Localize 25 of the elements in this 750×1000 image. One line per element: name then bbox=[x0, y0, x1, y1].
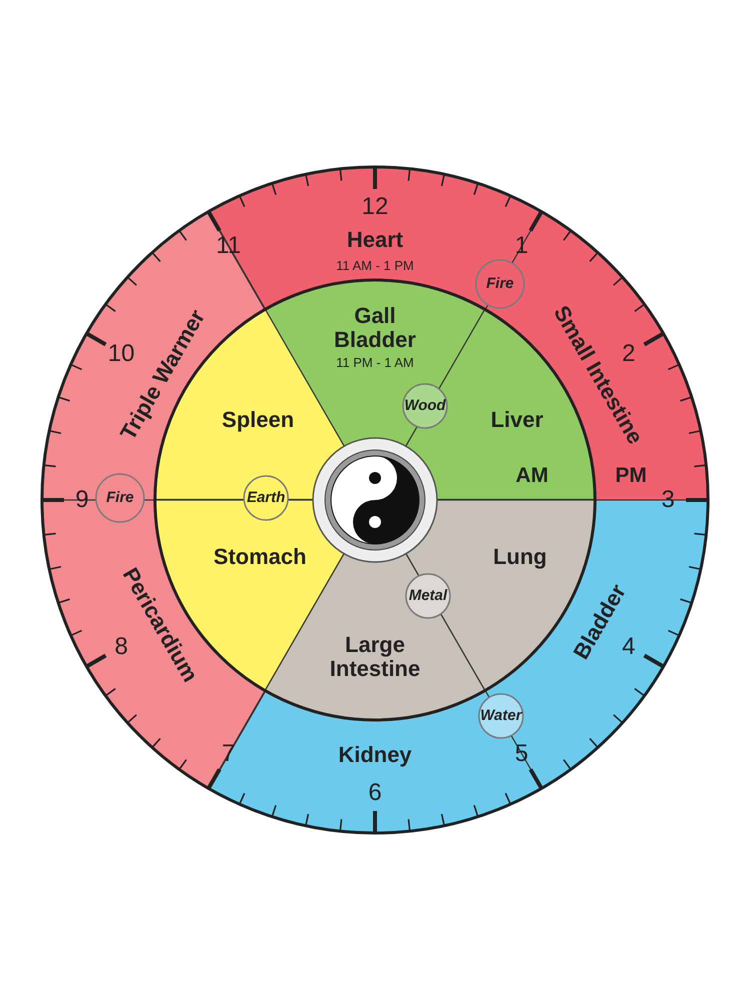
hour-number: 3 bbox=[661, 486, 675, 514]
element-name: Water bbox=[480, 708, 522, 724]
element-name: Earth bbox=[246, 490, 286, 506]
organ-name: Liver bbox=[490, 408, 544, 432]
hour-number: 6 bbox=[368, 779, 382, 807]
element-name: Metal bbox=[408, 588, 448, 604]
hour-number: 4 bbox=[622, 632, 636, 660]
time-range: 11 AM - 1 PM bbox=[336, 258, 414, 274]
organ-name: Stomach bbox=[214, 544, 306, 570]
organ-name: Kidney bbox=[338, 742, 412, 768]
hour-number: 2 bbox=[622, 340, 636, 366]
hour-number: 10 bbox=[108, 340, 135, 368]
organ-name: Spleen bbox=[222, 408, 294, 432]
element-name: Fire bbox=[106, 490, 134, 506]
organ-name: Large Intestine bbox=[328, 632, 422, 682]
element-name: Wood bbox=[404, 398, 446, 414]
element-name: Fire bbox=[486, 276, 514, 292]
hour-number: 7 bbox=[222, 740, 236, 768]
organ-name: Gall Bladder bbox=[333, 304, 417, 352]
period-label: PM bbox=[615, 464, 647, 488]
organ-name: Heart bbox=[346, 228, 404, 252]
organ-name: Lung bbox=[493, 544, 547, 570]
time-range: 11 PM - 1 AM bbox=[336, 356, 414, 370]
period-label: AM bbox=[516, 464, 548, 488]
hour-number: 12 bbox=[362, 193, 388, 221]
